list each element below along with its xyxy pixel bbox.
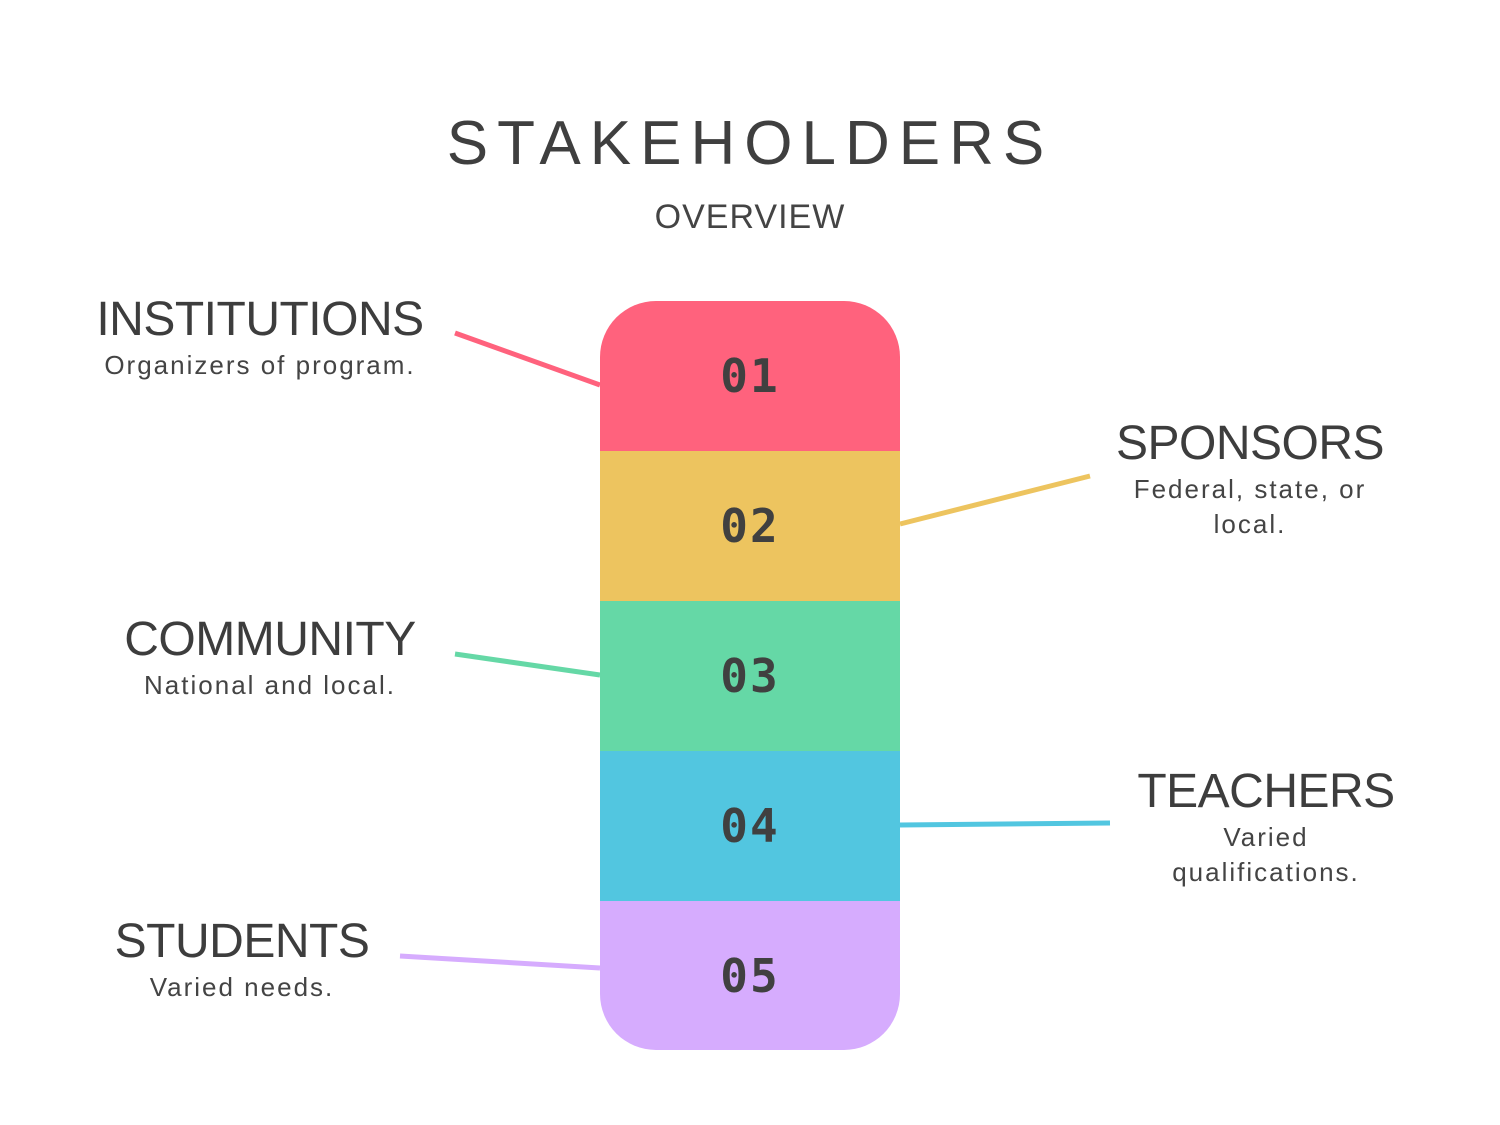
stakeholder-description: National and local. bbox=[144, 670, 396, 700]
segment-02: 02 bbox=[600, 451, 900, 601]
segment-number: 01 bbox=[720, 349, 780, 403]
connector-line-students bbox=[399, 953, 601, 971]
segment-number: 03 bbox=[720, 649, 780, 703]
label-institutions: INSTITUTIONS Organizers of program. bbox=[60, 292, 460, 383]
stakeholder-description: Varied qualifications. bbox=[1172, 822, 1360, 887]
stakeholder-description: Organizers of program. bbox=[104, 350, 416, 380]
page-title: STAKEHOLDERS bbox=[446, 109, 1054, 178]
label-community: COMMUNITY National and local. bbox=[70, 612, 470, 703]
segment-05: 05 bbox=[600, 901, 900, 1050]
stakeholder-name: TEACHERS bbox=[1137, 765, 1395, 818]
label-students: STUDENTS Varied needs. bbox=[62, 914, 422, 1005]
page-subtitle: OVERVIEW bbox=[654, 198, 846, 236]
connector-line-community bbox=[454, 651, 601, 678]
stakeholder-name: INSTITUTIONS bbox=[96, 293, 424, 346]
segment-number: 05 bbox=[720, 949, 780, 1003]
stakeholder-description: Varied needs. bbox=[149, 972, 335, 1002]
segment-01: 01 bbox=[600, 301, 900, 451]
label-teachers: TEACHERS Varied qualifications. bbox=[1116, 764, 1416, 890]
stakeholder-description: Federal, state, or local. bbox=[1133, 474, 1367, 539]
stakeholder-name: SPONSORS bbox=[1115, 417, 1385, 470]
segment-number: 04 bbox=[720, 799, 780, 853]
connector-line-sponsors bbox=[899, 473, 1091, 527]
stakeholder-name: STUDENTS bbox=[114, 915, 370, 968]
stakeholder-stack: 01 02 03 04 05 bbox=[600, 301, 900, 1050]
segment-03: 03 bbox=[600, 601, 900, 751]
segment-number: 02 bbox=[720, 499, 780, 553]
label-sponsors: SPONSORS Federal, state, or local. bbox=[1100, 416, 1400, 542]
segment-04: 04 bbox=[600, 751, 900, 901]
stakeholder-name: COMMUNITY bbox=[124, 613, 416, 666]
connector-line-institutions bbox=[454, 330, 601, 388]
connector-line-teachers bbox=[899, 820, 1111, 828]
